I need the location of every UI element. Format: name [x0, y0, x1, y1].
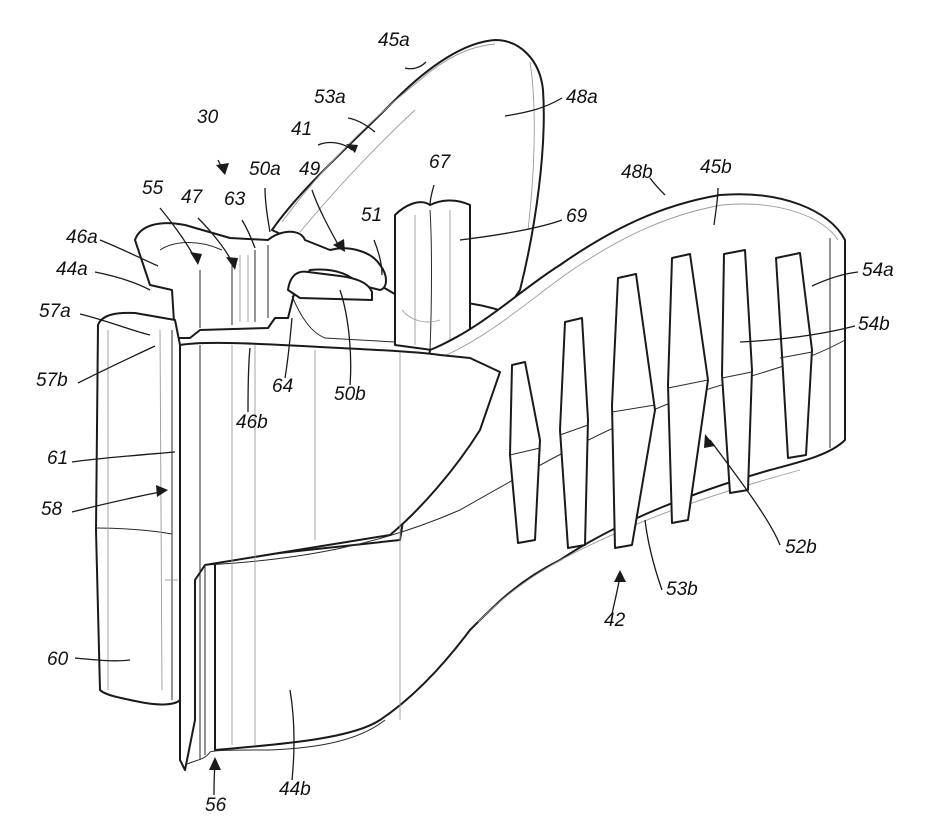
- ref-label-58: 58: [41, 499, 63, 520]
- ref-label-48a: 48a: [566, 87, 598, 108]
- ref-label-57b: 57b: [36, 370, 68, 391]
- ref-label-64: 64: [272, 376, 293, 397]
- ref-label-63: 63: [224, 189, 246, 210]
- post-67-outline: [395, 200, 470, 350]
- ref-label-61: 61: [47, 448, 68, 469]
- side-plate: [96, 313, 180, 705]
- ref-label-41: 41: [291, 119, 312, 140]
- ref-label-50b: 50b: [334, 384, 366, 405]
- ref-label-53a: 53a: [314, 87, 346, 108]
- ref-label-57a: 57a: [39, 301, 71, 322]
- ref-label-48b: 48b: [621, 162, 653, 183]
- ref-label-42: 42: [604, 610, 626, 631]
- ref-label-52b: 52b: [785, 537, 817, 558]
- ref-label-45b: 45b: [700, 157, 732, 178]
- ref-label-56: 56: [205, 795, 227, 816]
- ref-label-51: 51: [361, 205, 382, 226]
- ref-label-55: 55: [142, 178, 164, 199]
- ref-label-44a: 44a: [56, 259, 88, 280]
- ref-label-46a: 46a: [66, 227, 98, 248]
- ref-label-49: 49: [299, 159, 321, 180]
- ref-label-69: 69: [566, 206, 588, 227]
- side-plate-outline: [96, 313, 180, 705]
- ref-label-54b: 54b: [858, 314, 890, 335]
- ref-label-44b: 44b: [279, 779, 311, 800]
- ref-label-30: 30: [197, 107, 219, 128]
- ref-label-47: 47: [181, 187, 204, 208]
- ref-label-60: 60: [47, 649, 69, 670]
- ref-label-50a: 50a: [249, 159, 281, 180]
- ref-label-67: 67: [429, 152, 452, 173]
- ref-label-54a: 54a: [862, 260, 894, 281]
- post-67: [395, 200, 470, 350]
- ref-label-53b: 53b: [666, 579, 698, 600]
- ref-label-45a: 45a: [378, 30, 410, 51]
- ref-label-46b: 46b: [236, 412, 268, 433]
